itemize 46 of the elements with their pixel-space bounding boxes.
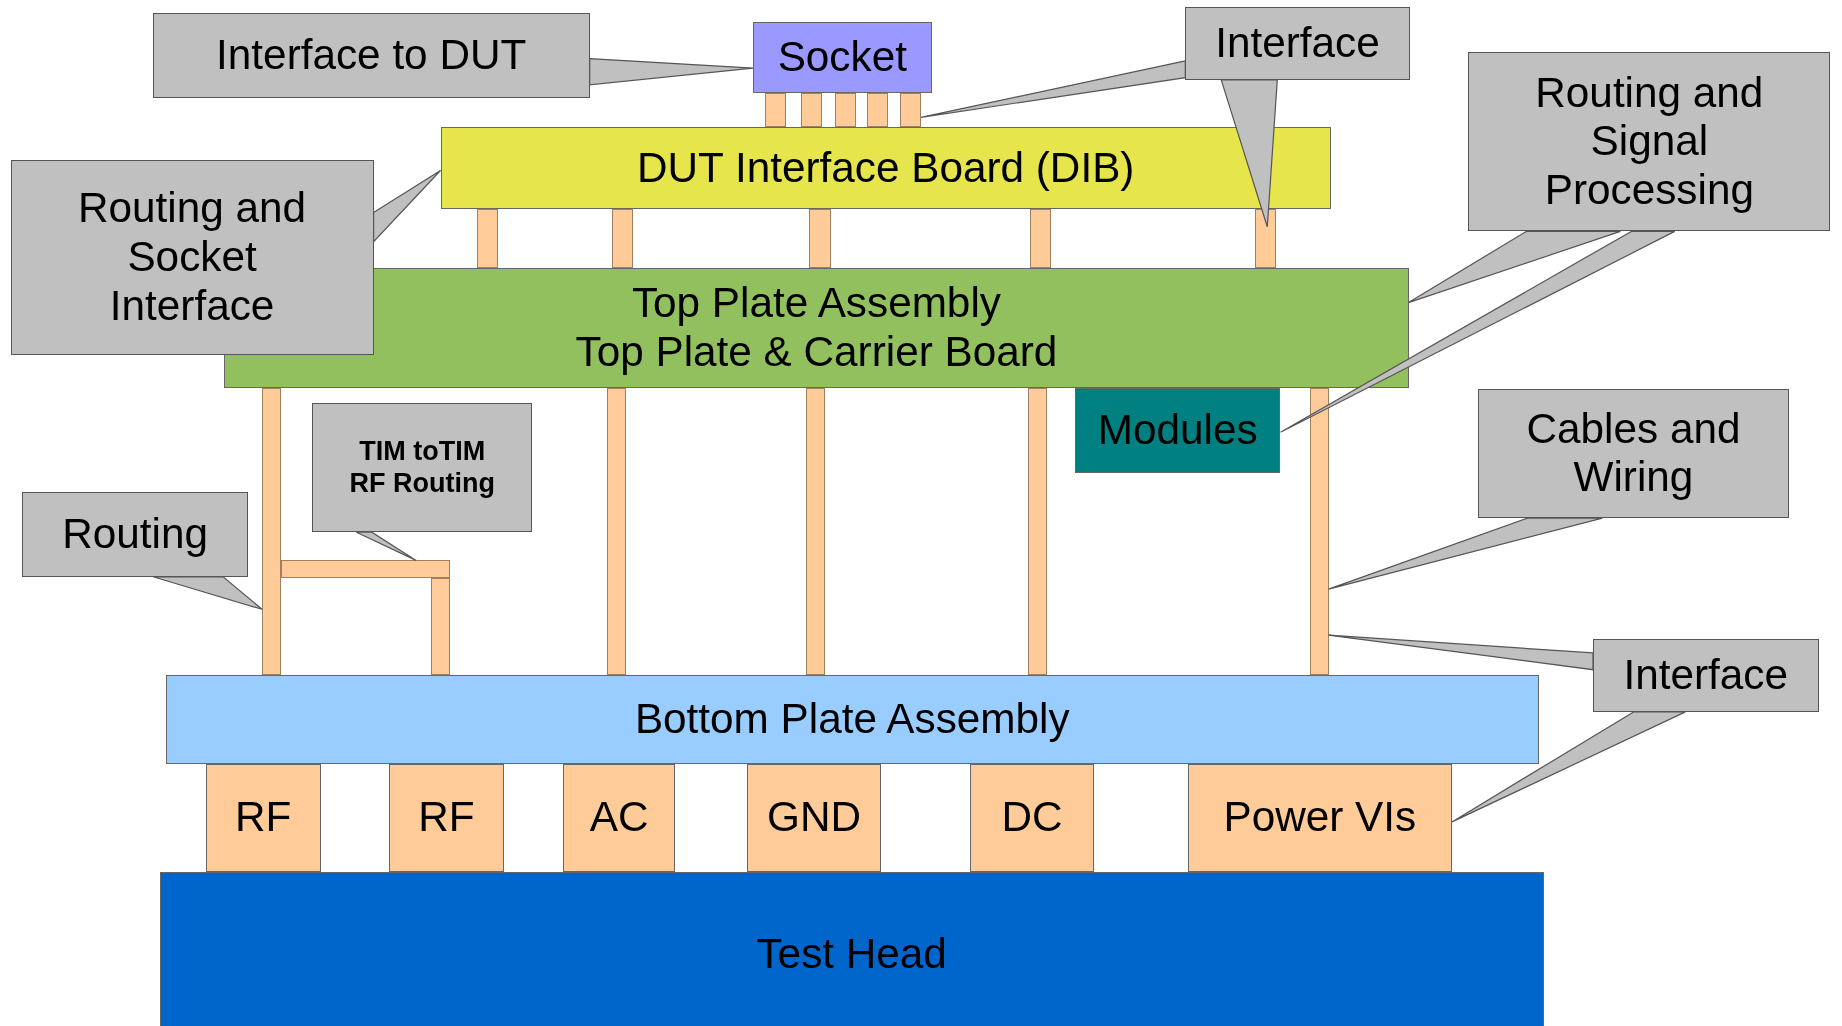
connector-pin bbox=[899, 92, 921, 127]
cable bbox=[805, 387, 825, 676]
instrument-block: DC bbox=[970, 763, 1094, 872]
test-head-block: Test Head bbox=[159, 871, 1544, 1026]
connector-pin bbox=[1030, 209, 1052, 268]
callout-pointer bbox=[920, 60, 1186, 118]
connector-pin bbox=[809, 209, 831, 268]
cable bbox=[1309, 387, 1329, 676]
connector-pin bbox=[476, 209, 499, 268]
callout-box: Interface bbox=[1592, 639, 1819, 712]
callout-pointer bbox=[1328, 634, 1594, 671]
cable bbox=[261, 387, 281, 676]
instrument-block: AC bbox=[562, 763, 676, 872]
cable bbox=[607, 387, 627, 676]
subtitle-text: Top Plate & Carrier Board bbox=[575, 327, 1058, 377]
connector-pin bbox=[612, 209, 634, 268]
socket-block: Socket bbox=[753, 22, 932, 93]
callout-box: TIM toTIM RF Routing bbox=[312, 402, 533, 533]
callout-pointer bbox=[1279, 230, 1676, 433]
callout-box: Interface to DUT bbox=[152, 12, 590, 98]
interface-board: DUT Interface Board (DIB) bbox=[440, 126, 1331, 210]
callout-pointer bbox=[1328, 517, 1603, 590]
instrument-block: Power VIs bbox=[1187, 763, 1452, 872]
module-block: Modules bbox=[1074, 387, 1281, 474]
callout-pointer bbox=[355, 531, 417, 561]
callout-pointer bbox=[373, 169, 442, 244]
connector-pin bbox=[764, 92, 786, 127]
connector-pin bbox=[1254, 209, 1276, 268]
callout-pointer bbox=[1220, 79, 1278, 228]
connector-pin bbox=[835, 92, 857, 127]
callout-pointer bbox=[1407, 230, 1621, 304]
connector-pin bbox=[801, 92, 823, 127]
bottom-plate: Bottom Plate Assembly bbox=[165, 675, 1539, 764]
connector-pin bbox=[866, 92, 889, 127]
callout-box: Interface bbox=[1185, 7, 1410, 80]
cable-bridge bbox=[280, 560, 450, 578]
instrument-block: RF bbox=[205, 763, 321, 872]
callout-pointer bbox=[589, 57, 754, 86]
callout-pointer bbox=[152, 576, 263, 610]
heading-text: Top Plate Assembly bbox=[631, 279, 1001, 328]
cable bbox=[1027, 387, 1047, 676]
callout-box: Routing and Socket Interface bbox=[10, 159, 374, 355]
instrument-block: RF bbox=[388, 763, 504, 872]
callout-pointer bbox=[1451, 711, 1686, 823]
cable bbox=[431, 577, 450, 676]
instrument-block: GND bbox=[747, 763, 882, 872]
